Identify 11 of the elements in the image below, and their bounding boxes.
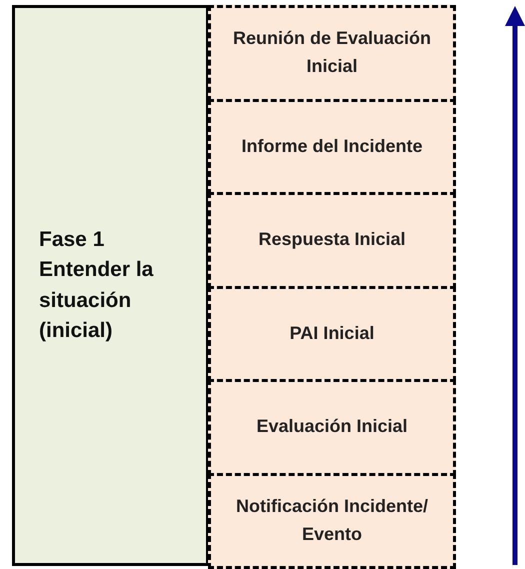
step-label: Reunión de Evaluación Inicial (232, 27, 432, 78)
step-label: PAI Inicial (288, 322, 376, 345)
step-label: Evaluación Inicial (255, 415, 409, 438)
step-box (208, 192, 456, 288)
step-box (208, 5, 456, 102)
step-box (208, 379, 456, 476)
step-label: Informe del Incidente (240, 134, 424, 158)
phase-label: Fase 1 Entender la situación (inicial) (39, 226, 154, 344)
step-label: Respuesta Inicial (257, 228, 407, 252)
step-label: Notificación Incidente/ Evento (234, 494, 430, 546)
phase-box (12, 5, 209, 566)
